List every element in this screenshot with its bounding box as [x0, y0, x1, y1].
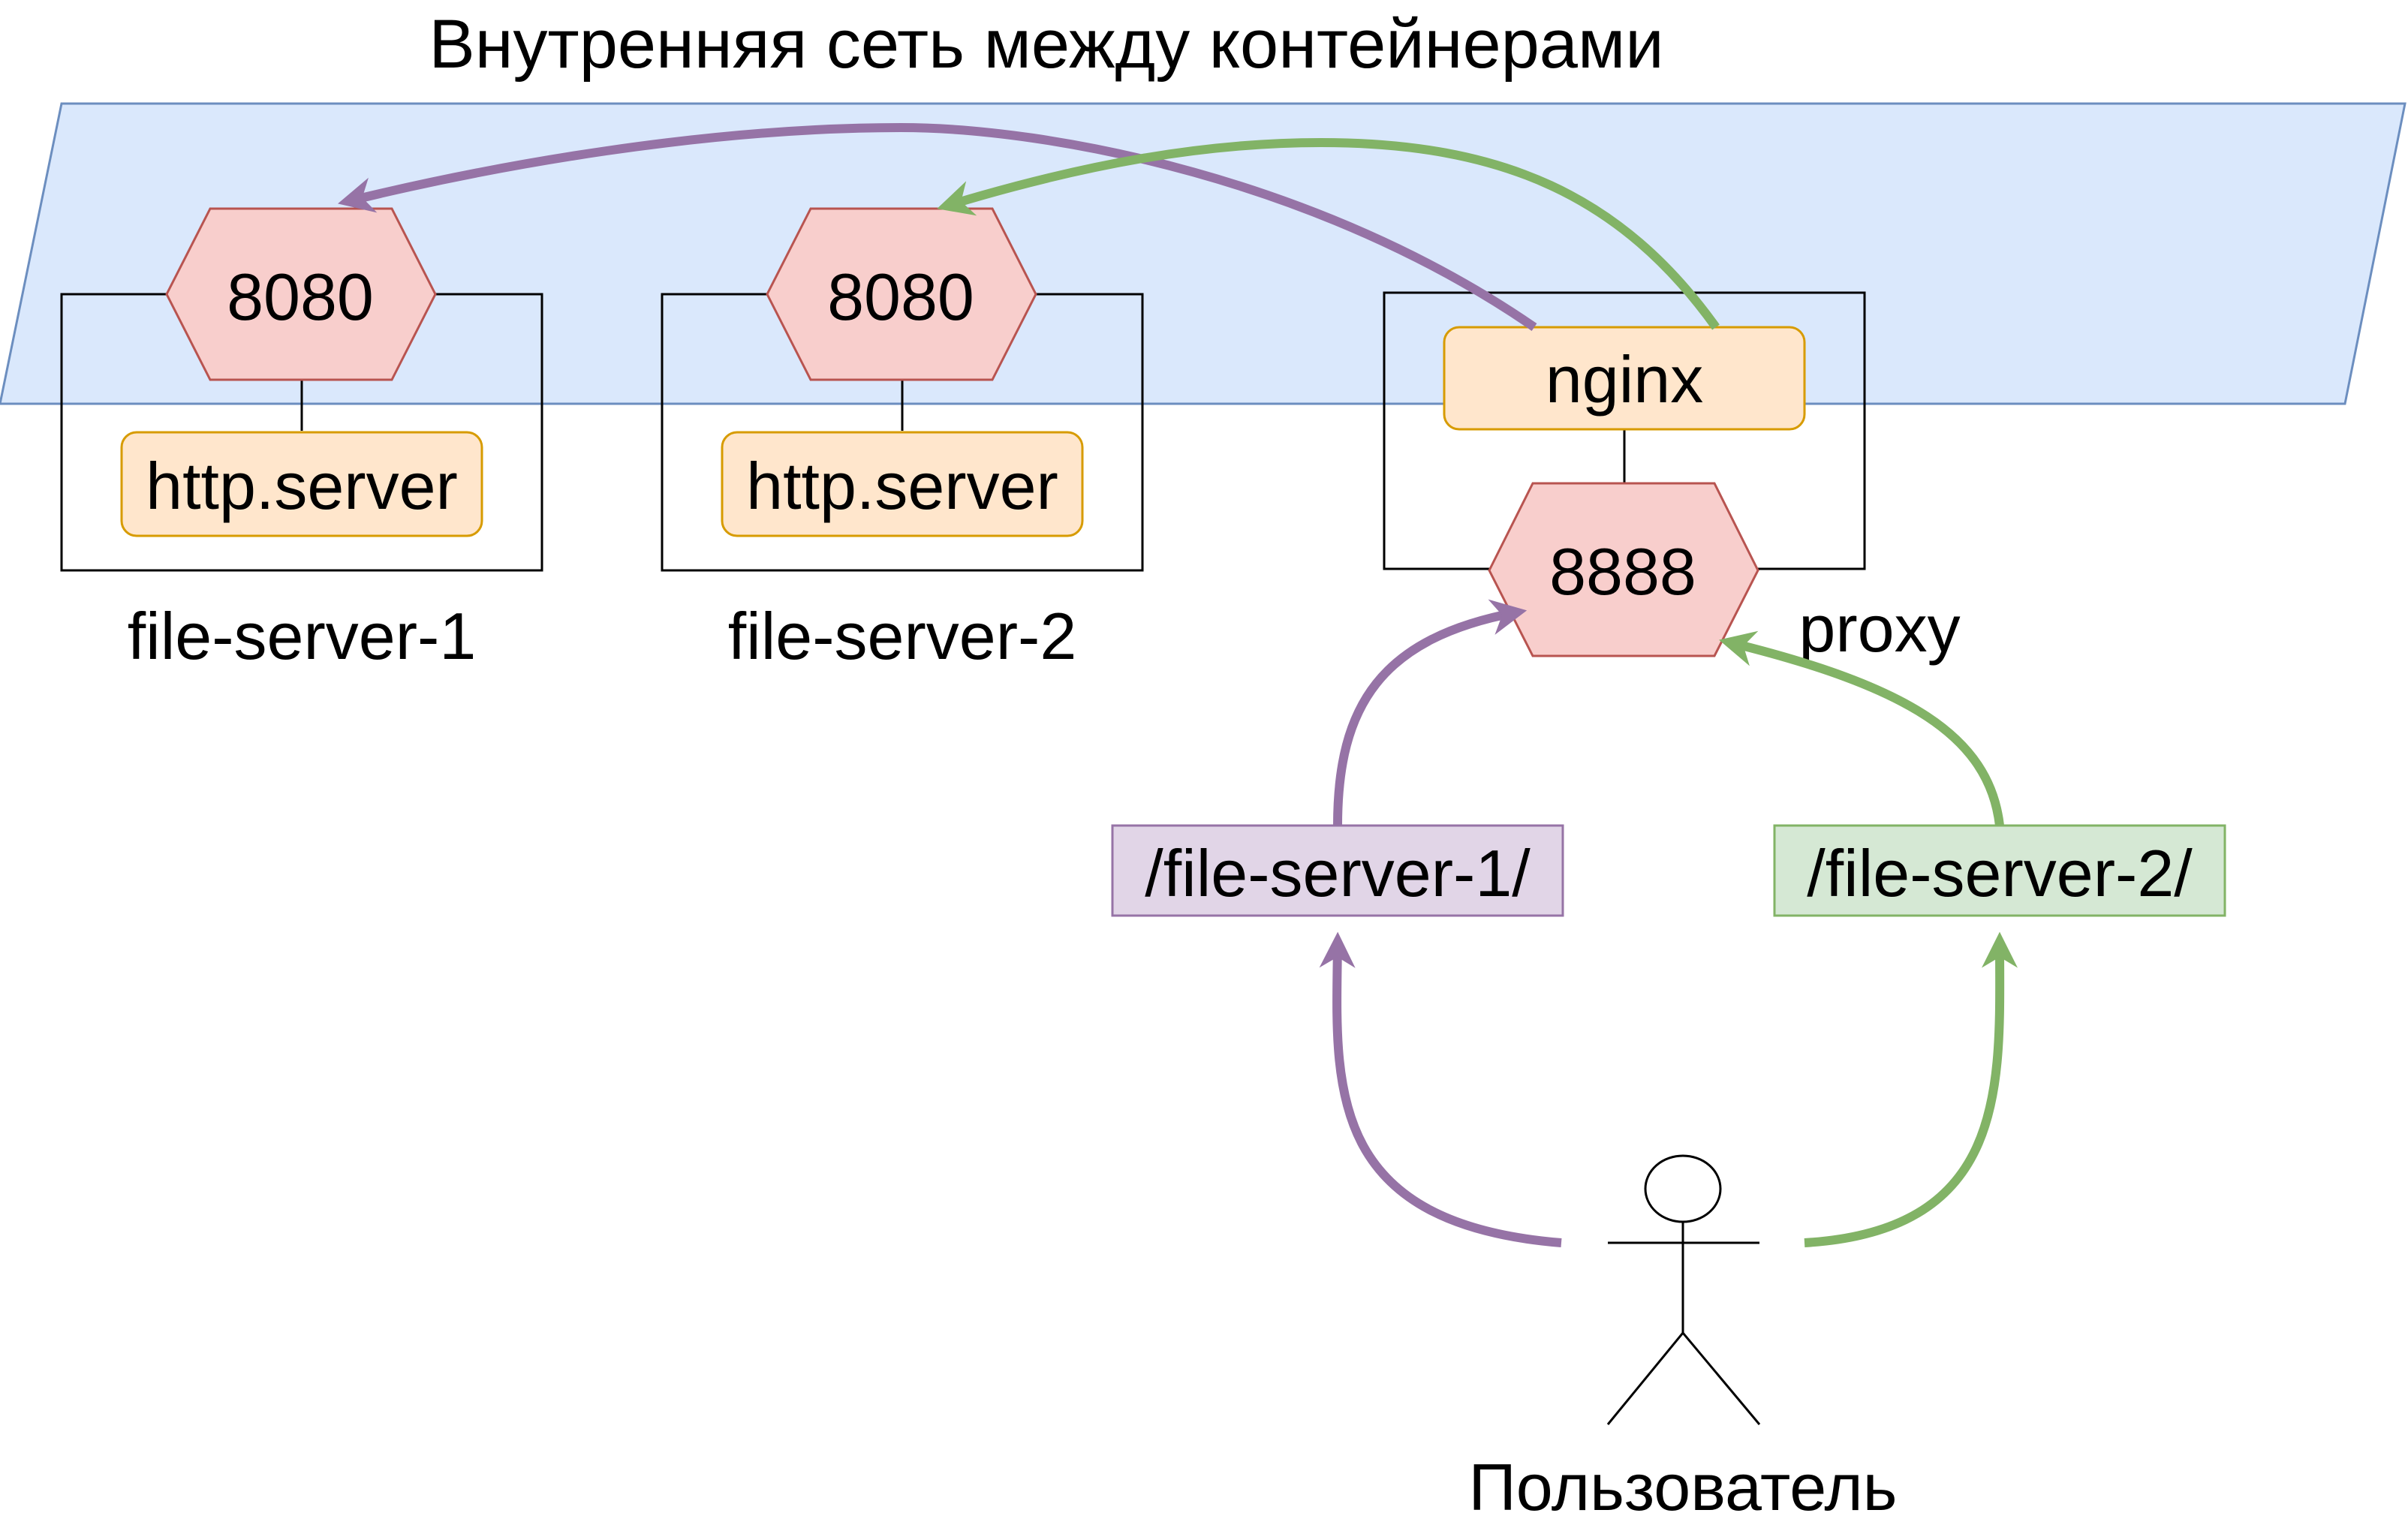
service-box [1443, 326, 1806, 431]
container-name: file-server-1 [128, 599, 477, 673]
route-label: /file-server-1/ [1145, 836, 1531, 910]
arrow-user-to-route-1 [1319, 931, 1562, 1247]
port-label: 8080 [227, 260, 374, 334]
route-file-server-1: /file-server-1/ [1111, 824, 1564, 917]
arrow-user-to-route-2 [1804, 931, 2018, 1247]
arrow-route-2-to-proxy [1719, 630, 2004, 826]
user-actor-icon [1606, 1154, 1761, 1425]
internal-network-band [0, 102, 2406, 405]
service-box [120, 431, 483, 537]
port-label: 8888 [1549, 534, 1696, 609]
arrow-nginx-to-file-server-2 [937, 137, 1720, 330]
service-label: http.server [746, 449, 1058, 523]
route-box [1111, 824, 1564, 917]
route-box [1773, 824, 2226, 917]
container-name: proxy [1798, 591, 1960, 666]
arrow-route-1-to-proxy [1333, 599, 1528, 826]
route-file-server-2: /file-server-2/ [1773, 824, 2226, 917]
container-name: file-server-2 [728, 599, 1077, 673]
network-title: Внутренняя сеть между контейнерами [429, 6, 1663, 83]
service-label: http.server [146, 449, 458, 523]
arrow-nginx-to-file-server-1 [338, 122, 1537, 331]
container-file-server-2: 8080 http.server file-server-2 [661, 207, 1144, 673]
container-proxy: nginx 8888 proxy [1383, 291, 1961, 666]
service-box [721, 431, 1084, 537]
port-hexagon [766, 207, 1037, 381]
container-file-server-1: 8080 http.server file-server-1 [60, 207, 543, 673]
port-hexagon [1488, 482, 1759, 657]
port-label: 8080 [827, 260, 974, 334]
user-label: Пользователь [1468, 1450, 1897, 1524]
route-label: /file-server-2/ [1807, 836, 2193, 910]
service-label: nginx [1546, 342, 1703, 417]
port-hexagon [165, 207, 437, 381]
